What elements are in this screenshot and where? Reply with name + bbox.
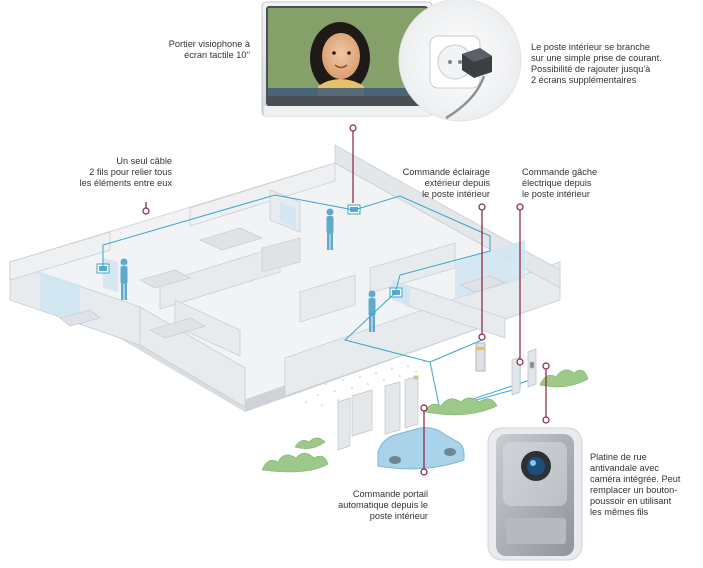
monitor-label: Portier visiophone à écran tactile 10'' [168, 39, 250, 60]
gate-label: Commande portail automatique depuis le p… [338, 489, 428, 521]
people [120, 208, 376, 332]
gate [337, 375, 419, 451]
cable-label: Un seul câble 2 fils pour relier tous le… [79, 156, 172, 188]
strike-label: Commande gâche électrique depuis le post… [522, 167, 598, 199]
bollard-light [475, 342, 486, 372]
monitor-product [261, 1, 433, 117]
house-walls [9, 144, 561, 408]
power-socket-illustration [398, 0, 522, 122]
pedestrian-gate [511, 348, 537, 396]
car [377, 427, 465, 470]
hedges [261, 369, 589, 473]
lighting-label: Commande éclairage extérieur depuis le p… [402, 167, 490, 199]
door-station-product [487, 427, 583, 561]
callout-lines [145, 130, 547, 470]
socket-label: Le poste intérieur se branche sur une si… [531, 42, 662, 85]
callout-dots [142, 124, 550, 476]
door-station-label: Platine de rue antivandale avec caméra i… [590, 452, 681, 517]
